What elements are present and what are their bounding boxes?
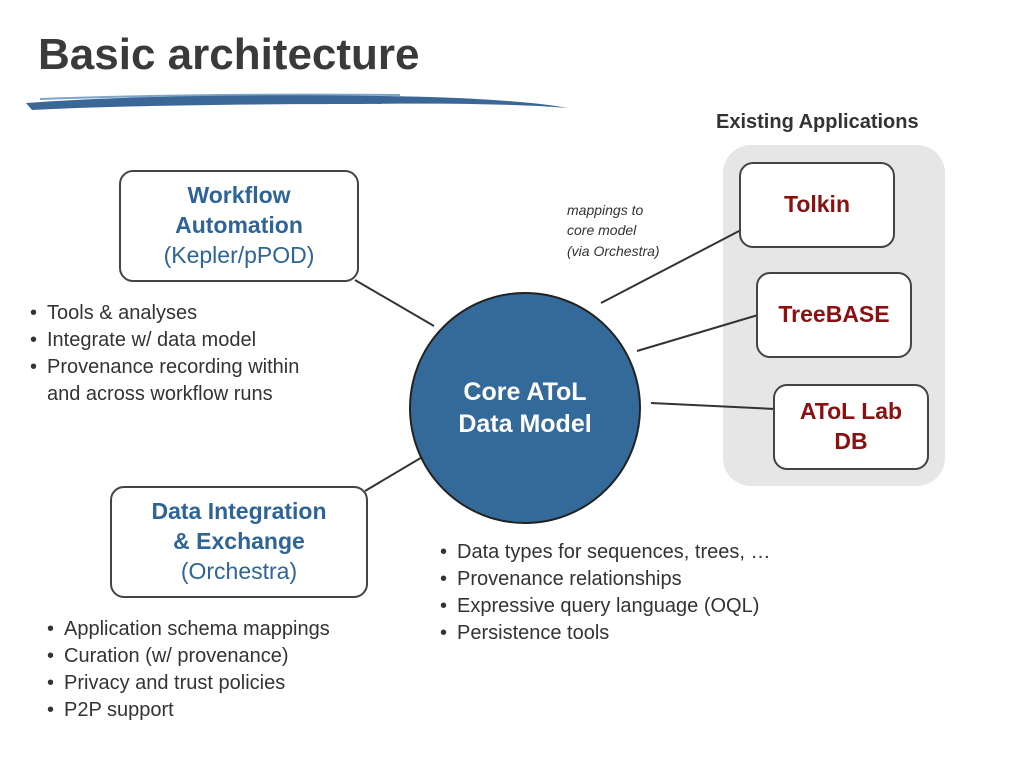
list-item: Integrate w/ data model [28, 327, 299, 354]
existing-applications-heading: Existing Applications [716, 111, 919, 133]
list-item: Tools & analyses [28, 300, 299, 327]
mapping-note-line: (via Orchestra) [567, 242, 660, 259]
mapping-note-line: core model [567, 222, 637, 239]
app-label: AToL Lab DB [799, 398, 903, 454]
mapping-note: mappings to core model (via Orchestra) [567, 200, 660, 261]
connector-treebase [636, 314, 759, 352]
core-title-line1: Core AToL [463, 377, 587, 406]
connector-tolkin [600, 229, 742, 304]
integration-title-line1: Data Integration [151, 498, 327, 525]
core-bullet-list: Data types for sequences, trees, … Prove… [438, 539, 771, 647]
workflow-title-line1: Workflow [187, 182, 291, 209]
app-box-tolkin: Tolkin [739, 162, 895, 248]
integration-bullet-list: Application schema mappings Curation (w/… [45, 616, 330, 724]
list-item: Provenance relationships [438, 566, 771, 593]
page-title: Basic architecture [38, 30, 420, 79]
list-item: Privacy and trust policies [45, 670, 330, 697]
connector-atol [650, 402, 776, 410]
workflow-subtitle: (Kepler/pPOD) [163, 241, 315, 268]
workflow-title-line2: Automation [175, 212, 303, 239]
list-item: Data types for sequences, trees, … [438, 539, 771, 566]
mapping-note-line: mappings to [567, 202, 644, 218]
list-item: Application schema mappings [45, 616, 330, 643]
core-title-line2: Data Model [458, 410, 592, 438]
app-label: Tolkin [783, 191, 850, 218]
integration-title-line2: & Exchange [173, 528, 305, 555]
list-item: Expressive query language (OQL) [438, 593, 771, 620]
connector-workflow [354, 279, 435, 327]
workflow-automation-box: Workflow Automation (Kepler/pPOD) [119, 170, 359, 282]
data-integration-box: Data Integration & Exchange (Orchestra) [110, 486, 368, 598]
list-item: Curation (w/ provenance) [45, 643, 330, 670]
integration-subtitle: (Orchestra) [180, 557, 298, 584]
list-item: P2P support [45, 697, 330, 724]
workflow-bullet-list: Tools & analyses Integrate w/ data model… [28, 300, 299, 408]
core-data-model-circle: Core AToL Data Model [409, 292, 641, 524]
list-item-continuation: and across workflow runs [47, 383, 273, 405]
connector-integration [364, 455, 425, 492]
app-box-atol-lab-db: AToL Lab DB [773, 384, 929, 470]
app-label: TreeBASE [778, 301, 890, 328]
list-item: Persistence tools [438, 620, 771, 647]
list-item: Provenance recording within [28, 354, 299, 381]
app-box-treebase: TreeBASE [756, 272, 912, 358]
